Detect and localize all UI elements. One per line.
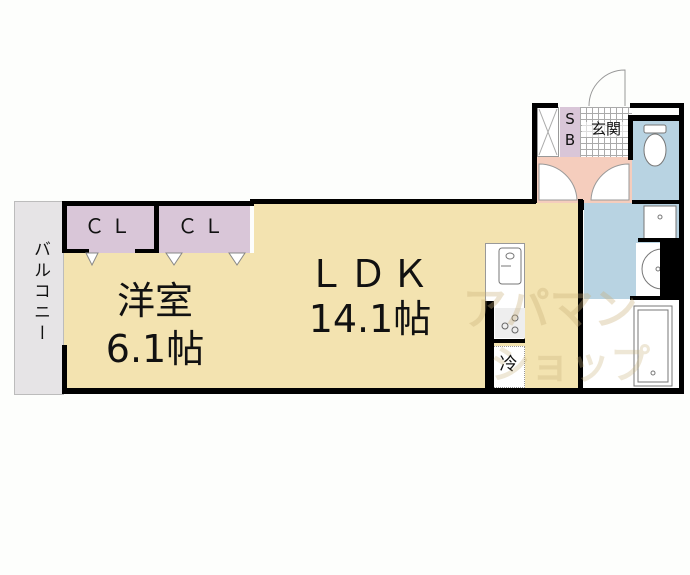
western-room <box>64 253 254 390</box>
ldk-room <box>254 203 580 390</box>
closet-1 <box>64 205 157 253</box>
shoe-box <box>560 107 580 157</box>
wall-left-upper <box>62 201 67 253</box>
stove <box>495 308 525 338</box>
wall-top-ldk <box>250 199 536 204</box>
wall-left-lower <box>62 345 67 394</box>
wall-bath-top <box>630 296 684 300</box>
wall-bottom <box>62 388 684 394</box>
entrance-label: 玄関 <box>582 122 630 137</box>
wall-entry-top <box>532 103 558 108</box>
closet-2 <box>157 205 250 253</box>
washing-machine-icon <box>643 205 677 241</box>
wall-closet-divider <box>154 201 159 253</box>
toilet-icon <box>643 124 667 167</box>
bathtub-icon <box>633 305 673 387</box>
closet-door-markers <box>85 252 246 267</box>
closet-2-label: ＣＬ <box>177 214 230 238</box>
shoe-box-label-top: S <box>565 110 575 128</box>
western-room-size: 6.1帖 <box>105 327 205 371</box>
ldk-size: 14.1帖 <box>308 297 432 341</box>
wall-closet-bottom-2 <box>135 249 159 253</box>
wall-toilet-top <box>628 115 684 121</box>
wall-toilet-left <box>628 120 633 160</box>
kitchen-sink-icon <box>498 247 522 285</box>
wall-entry-left <box>532 103 537 203</box>
watermark-line1: アパマン <box>462 284 638 335</box>
wall-ldk-right <box>578 199 583 394</box>
wall-kitchen <box>485 301 494 393</box>
stove-burners-icon <box>501 314 519 334</box>
refrigerator-label: 冷 <box>499 354 518 375</box>
storage-x-icon <box>538 108 558 156</box>
wall-closet-bottom <box>62 249 89 253</box>
balcony <box>14 201 64 395</box>
wall-entry-top-right <box>630 103 684 108</box>
closet-1-label: ＣＬ <box>84 214 137 238</box>
wall-hall-mid <box>580 200 584 210</box>
shoe-box-label-bottom: B <box>564 131 576 149</box>
wall-kitchen-shelf <box>485 339 525 343</box>
wall-wash-top <box>632 200 684 204</box>
western-room-name: 洋室 <box>116 279 193 323</box>
wall-sink-right <box>660 238 684 300</box>
front-door-icon <box>588 69 626 107</box>
watermark-line2: ショップ <box>490 342 650 388</box>
ldk-name: ＬＤＫ <box>306 252 433 296</box>
hall-door-swing-icon <box>538 163 630 201</box>
balcony-label: バルコニー <box>30 240 50 345</box>
